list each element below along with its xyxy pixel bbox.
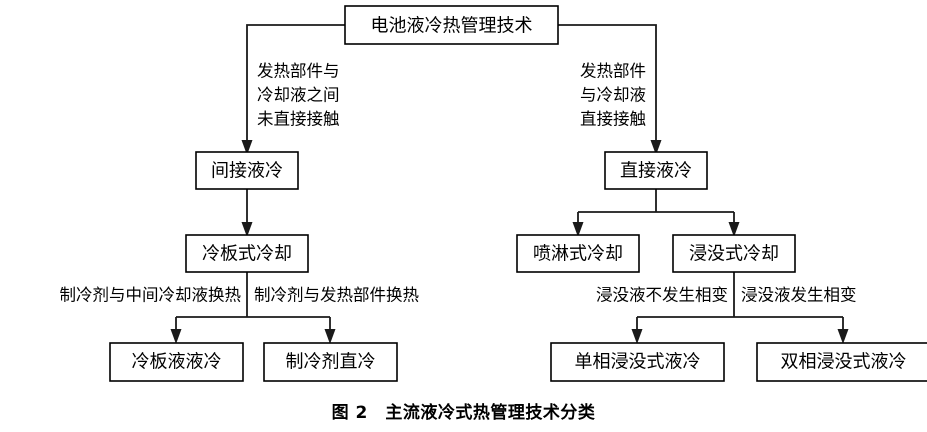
node-immersion-label: 浸没式冷却 [689,244,779,265]
edge-label-plate-to-left: 制冷剂与中间冷却液换热 [60,286,242,305]
node-refrigerant-direct[interactable]: 制冷剂直冷 [263,342,398,382]
node-cold-plate-label: 冷板式冷却 [202,244,292,265]
node-immersion-box [672,234,796,273]
arrowhead-direct-to-spray [572,222,584,237]
node-indirect-label: 间接液冷 [211,161,283,182]
edge-label-root-to-indirect-line2: 冷却液之间 [257,86,340,105]
arrowhead-coldplate-to-refrigerant [324,329,336,344]
node-root-label: 电池液冷热管理技术 [371,16,533,37]
node-direct-box [604,151,708,190]
connector-root-to-indirect [246,24,345,146]
node-spray-box [516,234,640,273]
node-single-phase-box [550,342,725,382]
node-cold-plate-box [185,234,309,273]
edge-label-root-to-indirect-line3: 未直接接触 [257,110,340,129]
arrowhead-indirect-to-coldplate [241,222,253,237]
node-plate-liquid-box [109,342,244,382]
arrowhead-immersion-to-dual [837,329,849,344]
node-immersion[interactable]: 浸没式冷却 [672,234,796,273]
node-indirect[interactable]: 间接液冷 [195,151,299,190]
edge-label-plate-to-right: 制冷剂与发热部件换热 [254,286,420,305]
node-refrigerant-direct-label: 制冷剂直冷 [286,352,376,373]
node-plate-liquid[interactable]: 冷板液液冷 [109,342,244,382]
node-root-box [344,5,559,45]
arrowhead-root-to-direct [650,140,662,155]
node-refrigerant-direct-box [263,342,398,382]
edge-label-root-to-direct-line2: 与冷却液 [580,86,646,105]
edge-label-immersion-to-left: 浸没液不发生相变 [596,286,728,305]
figure-caption: 图 2 主流液冷式热管理技术分类 [331,403,596,423]
node-single-phase-label: 单相浸没式液冷 [575,352,701,373]
node-plate-liquid-label: 冷板液液冷 [132,352,222,373]
node-single-phase[interactable]: 单相浸没式液冷 [550,342,725,382]
node-indirect-box [195,151,299,190]
arrowhead-root-to-indirect [241,140,253,155]
connector-group [170,24,849,344]
node-dual-phase-label: 双相浸没式液冷 [781,352,907,373]
arrowhead-immersion-to-single [631,329,643,344]
node-root[interactable]: 电池液冷热管理技术 [344,5,559,45]
edge-label-root-to-indirect: 发热部件与 冷却液之间 未直接接触 [257,62,340,129]
arrowhead-direct-to-immersion [728,222,740,237]
node-dual-phase-box [756,342,927,382]
edge-label-root-to-indirect-line1: 发热部件与 [257,62,340,81]
node-direct[interactable]: 直接液冷 [604,151,708,190]
node-direct-label: 直接液冷 [620,161,692,182]
edge-label-immersion-to-right: 浸没液发生相变 [741,286,857,305]
node-cold-plate[interactable]: 冷板式冷却 [185,234,309,273]
node-spray-label: 喷淋式冷却 [533,244,623,265]
edge-label-root-to-direct-line3: 直接接触 [580,110,646,129]
connector-root-to-direct [558,24,657,146]
node-spray[interactable]: 喷淋式冷却 [516,234,640,273]
node-dual-phase[interactable]: 双相浸没式液冷 [756,342,927,382]
arrowhead-coldplate-to-plateliquid [170,329,182,344]
edge-label-root-to-direct: 发热部件 与冷却液 直接接触 [580,62,646,129]
edge-label-root-to-direct-line1: 发热部件 [580,62,646,81]
